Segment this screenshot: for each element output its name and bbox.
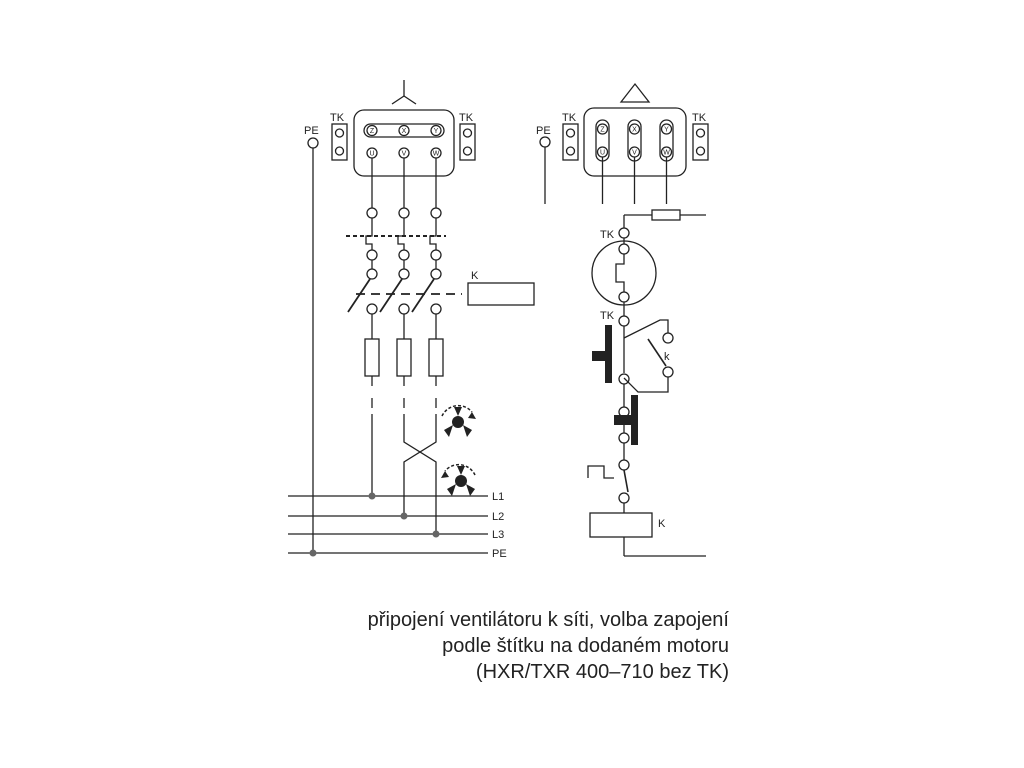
bus-label-l3: L3 xyxy=(492,529,504,541)
tk-box-right-a xyxy=(562,123,579,161)
svg-text:V: V xyxy=(402,151,407,158)
svg-text:Y: Y xyxy=(664,127,669,134)
bus-label-l2: L2 xyxy=(492,511,504,523)
delta-symbol xyxy=(619,82,651,103)
svg-text:X: X xyxy=(632,127,637,134)
fuse-1 xyxy=(364,338,380,377)
terminal-bar-top-left xyxy=(363,123,445,138)
caption: připojení ventilátoru k síti, volba zapo… xyxy=(368,607,729,685)
thermal-contact xyxy=(591,240,657,306)
tk-label-right-a: TK xyxy=(562,112,577,124)
fuse-3 xyxy=(428,338,444,377)
aux-contact-label: k xyxy=(664,351,670,363)
tk-label-left-a: TK xyxy=(330,112,345,124)
fuse-2 xyxy=(396,338,412,377)
svg-text:W: W xyxy=(433,151,440,158)
svg-text:V: V xyxy=(632,150,637,157)
tk-box-left-b xyxy=(459,123,476,161)
tk-label-control-lower: TK xyxy=(600,310,615,322)
svg-text:Z: Z xyxy=(370,128,375,135)
caption-line-1: připojení ventilátoru k síti, volba zapo… xyxy=(367,609,729,631)
pe-label-right: PE xyxy=(536,125,551,137)
control-fuse xyxy=(651,209,681,221)
caption-line-3: (HXR/TXR 400–710 bez TK) xyxy=(475,661,729,683)
bus-lines xyxy=(288,495,488,554)
svg-text:W: W xyxy=(663,150,670,157)
svg-text:Z: Z xyxy=(600,127,605,134)
star-symbol xyxy=(391,80,417,105)
tk-label-left-b: TK xyxy=(459,112,474,124)
fan-rotation-icon-counterclockwise xyxy=(441,463,476,496)
contactor-coil-k xyxy=(589,512,653,538)
contactor-k-left xyxy=(467,282,535,306)
contactor-label-left: K xyxy=(471,270,479,282)
fan-rotation-icon-clockwise xyxy=(441,404,476,437)
coil-label: K xyxy=(658,518,666,530)
pe-label-left: PE xyxy=(304,125,319,137)
tk-label-control-upper: TK xyxy=(600,229,615,241)
svg-text:Y: Y xyxy=(434,128,439,135)
bus-label-l1: L1 xyxy=(492,491,504,503)
svg-text:X: X xyxy=(402,128,407,135)
contactor-contacts xyxy=(347,278,462,313)
svg-text:U: U xyxy=(369,151,374,158)
svg-text:U: U xyxy=(600,150,605,157)
tk-box-right-b xyxy=(692,123,709,161)
thermal-relay xyxy=(346,218,446,250)
tk-box-left-a xyxy=(331,123,348,161)
bus-label-pe: PE xyxy=(492,548,507,560)
caption-line-2: podle štítku na dodaném motoru xyxy=(442,635,729,657)
tk-label-right-b: TK xyxy=(692,112,707,124)
